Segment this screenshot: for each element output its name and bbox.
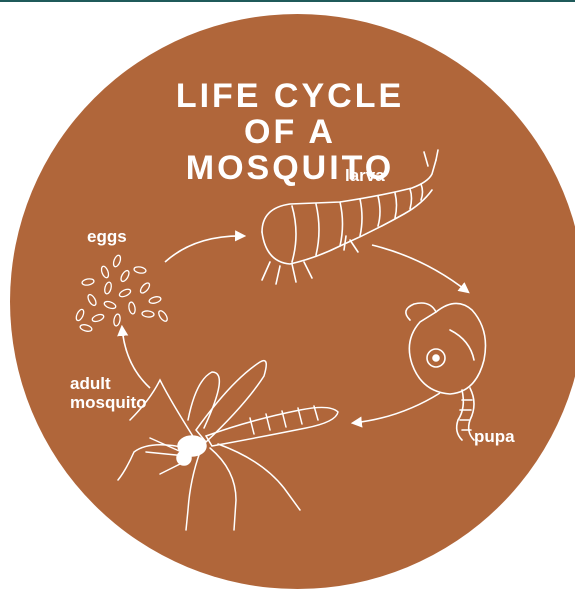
stage-label-pupa: pupa (474, 427, 515, 446)
adult-mosquito-illustration (118, 361, 338, 530)
pupa-illustration (406, 303, 486, 440)
stage-label-larva: larva (345, 166, 385, 185)
stage-label-adult-line-1: adult (70, 374, 147, 393)
stage-label-eggs: eggs (87, 227, 127, 246)
arrow-pupa-to-adult (353, 393, 440, 423)
stage-label-adult-mosquito: adult mosquito (70, 374, 147, 412)
arrow-eggs-to-larva (165, 236, 244, 262)
eggs-illustration (75, 254, 169, 332)
arrow-larva-to-pupa (372, 245, 468, 292)
stage-label-adult-line-2: mosquito (70, 393, 147, 412)
